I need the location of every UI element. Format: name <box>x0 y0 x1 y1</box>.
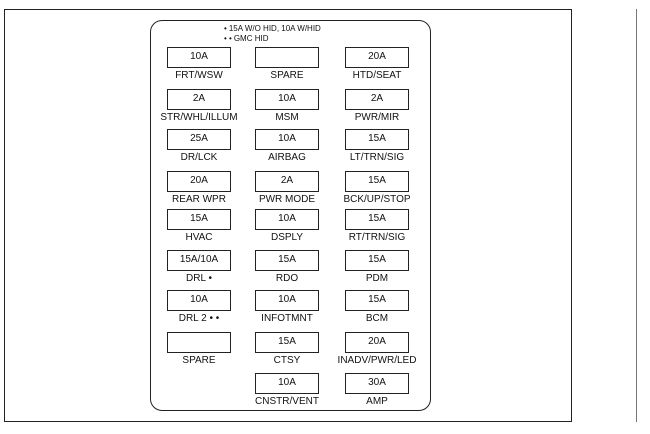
fuse-bcm: 15A <box>345 290 409 311</box>
fuse-label-pwr-mir: PWR/MIR <box>354 112 400 123</box>
fuse-infotmnt: 10A <box>255 290 319 311</box>
fuse-inadv-pwr-led: 20A <box>345 332 409 353</box>
fuse-rdo: 15A <box>255 250 319 271</box>
fuse-label-airbag: AIRBAG <box>268 152 306 163</box>
fuse-airbag: 10A <box>255 129 319 150</box>
fuse-label-rear-wpr: REAR WPR <box>172 194 226 205</box>
fuse-str-whl-illum: 2A <box>167 89 231 110</box>
fuse-lt-trn-sig: 15A <box>345 129 409 150</box>
fuse-label-bck-up-stop: BCK/UP/STOP <box>343 194 411 205</box>
frame-edge-line <box>636 9 637 422</box>
fuse-label-drl: DRL • <box>186 273 212 284</box>
fuse-label-cnstr-vent: CNSTR/VENT <box>255 396 319 407</box>
fuse-label-inadv-pwr-led: INADV/PWR/LED <box>337 355 417 366</box>
footnote-mark: • <box>224 24 227 33</box>
fuse-label-dr-lck: DR/LCK <box>180 152 218 163</box>
fuse-pwr-mode: 2A <box>255 171 319 192</box>
fuse-cnstr-vent: 10A <box>255 373 319 394</box>
fuse-msm: 10A <box>255 89 319 110</box>
fuse-label-drl-2: DRL 2 • • <box>178 313 220 324</box>
fuse-label-pdm: PDM <box>365 273 389 284</box>
fuse-spare-top <box>255 47 319 68</box>
fuse-label-str-whl-illum: STR/WHL/ILLUM <box>160 112 238 123</box>
fuse-spare-bottom <box>167 332 231 353</box>
fuse-pwr-mir: 2A <box>345 89 409 110</box>
fuse-ctsy: 15A <box>255 332 319 353</box>
fuse-label-lt-trn-sig: LT/TRN/SIG <box>349 152 405 163</box>
fuse-label-rdo: RDO <box>275 273 299 284</box>
fuse-drl-2: 10A <box>167 290 231 311</box>
footnote-text: GMC HID <box>233 34 269 43</box>
fuse-dr-lck: 25A <box>167 129 231 150</box>
fuse-pdm: 15A <box>345 250 409 271</box>
diagram-frame <box>4 9 572 422</box>
footnote-text: 15A W/O HID, 10A W/HID <box>228 24 321 33</box>
footnote-single-dot: •15A W/O HID, 10A W/HID <box>224 24 321 34</box>
fuse-label-hvac: HVAC <box>185 232 213 243</box>
fuse-amp: 30A <box>345 373 409 394</box>
fuse-drl: 15A/10A <box>167 250 231 271</box>
fuse-label-dsply: DSPLY <box>270 232 304 243</box>
fuse-label-pwr-mode: PWR MODE <box>258 194 316 205</box>
fuse-label-htd-seat: HTD/SEAT <box>352 70 402 81</box>
fuse-frt-wsw: 10A <box>167 47 231 68</box>
fuse-rear-wpr: 20A <box>167 171 231 192</box>
fuse-label-spare-bottom: SPARE <box>182 355 216 366</box>
fuse-label-msm: MSM <box>275 112 299 123</box>
footnote-mark: • • <box>224 34 232 43</box>
fuse-hvac: 15A <box>167 209 231 230</box>
fuse-htd-seat: 20A <box>345 47 409 68</box>
fuse-label-bcm: BCM <box>365 313 389 324</box>
footnote-double-dot: • •GMC HID <box>224 34 269 44</box>
fuse-label-amp: AMP <box>366 396 388 407</box>
fuse-label-frt-wsw: FRT/WSW <box>175 70 223 81</box>
fuse-rt-trn-sig: 15A <box>345 209 409 230</box>
fuse-label-infotmnt: INFOTMNT <box>261 313 313 324</box>
fuse-bck-up-stop: 15A <box>345 171 409 192</box>
fuse-label-ctsy: CTSY <box>273 355 301 366</box>
fuse-dsply: 10A <box>255 209 319 230</box>
fuse-label-rt-trn-sig: RT/TRN/SIG <box>348 232 406 243</box>
fuse-label-spare-top: SPARE <box>270 70 304 81</box>
fuse-panel <box>150 20 431 411</box>
